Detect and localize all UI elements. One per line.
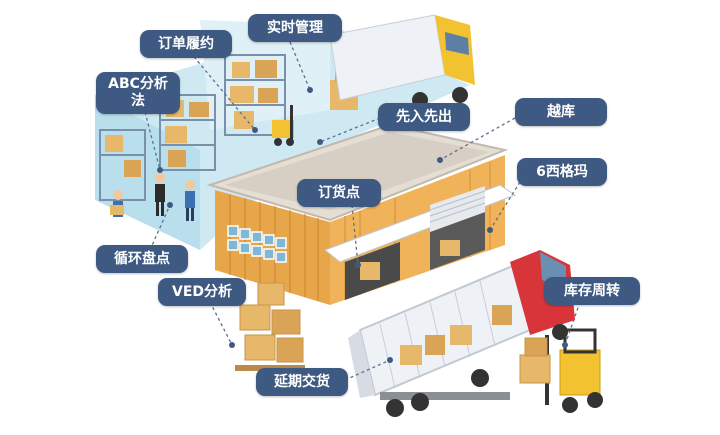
workers — [110, 173, 195, 221]
interior-forklift — [272, 105, 294, 146]
label-ved-analysis: VED分析 — [158, 278, 246, 306]
connectors — [144, 41, 581, 381]
label-fifo: 先入先出 — [378, 103, 470, 131]
warehouse-building — [206, 123, 517, 305]
label-cross-docking: 越库 — [515, 98, 607, 126]
top-truck — [329, 14, 475, 108]
connector-dots — [157, 87, 568, 363]
label-order-fulfillment: 订单履约 — [140, 30, 232, 58]
interior-shelves — [99, 54, 358, 201]
forklift — [519, 328, 603, 413]
label-reorder-point: 订货点 — [297, 179, 381, 207]
label-cycle-count: 循环盘点 — [96, 245, 188, 273]
label-backorder: 延期交货 — [256, 368, 348, 396]
label-realtime-management: 实时管理 — [248, 14, 342, 42]
delivery-trailer — [348, 263, 532, 417]
label-six-sigma: 6西格玛 — [517, 158, 607, 186]
label-inventory-turnover: 库存周转 — [544, 277, 640, 305]
label-abc-analysis: ABC分析法 — [96, 72, 180, 114]
